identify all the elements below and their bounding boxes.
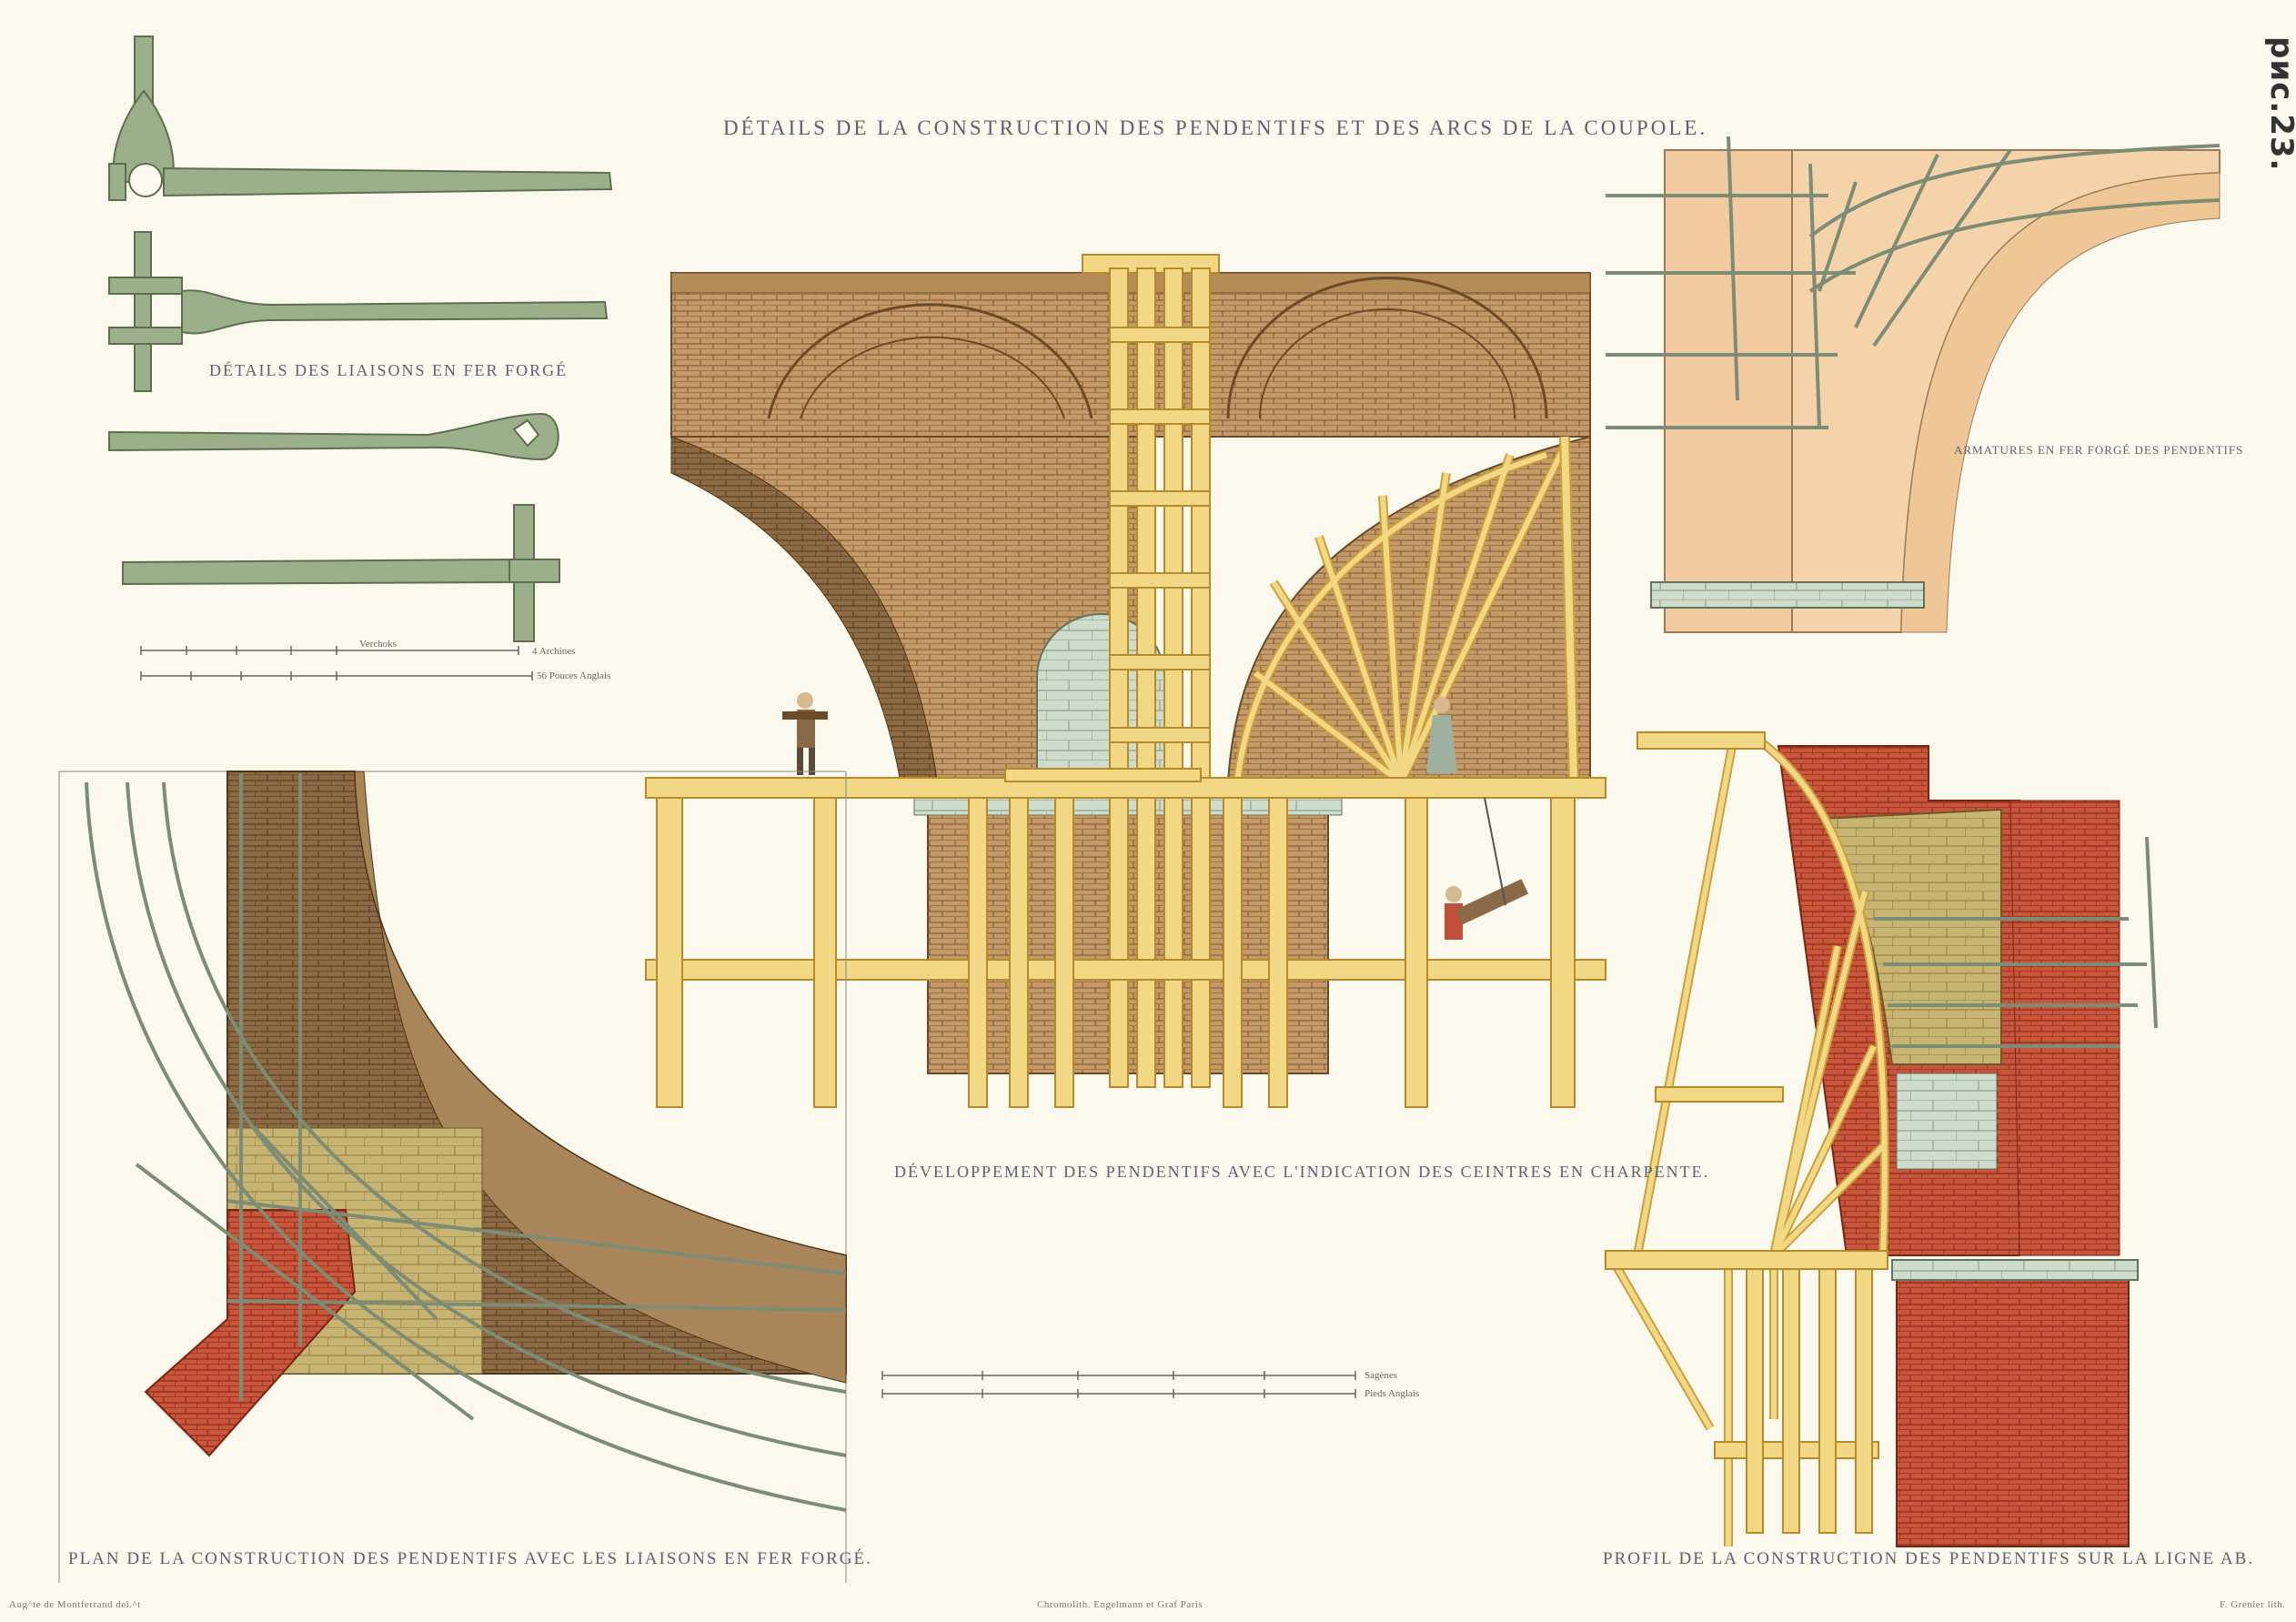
armatures-detail [1606,136,2220,633]
scale-top-unit2: 4 Archines [532,646,575,657]
scale-bar-top [140,646,533,680]
caption-developpement: DÉVELOPPEMENT DES PENDENTIFS AVEC L'INDI… [894,1163,1710,1181]
caption-liaisons: DÉTAILS DES LIAISONS EN FER FORGÉ [209,361,569,379]
plate-title: DÉTAILS DE LA CONSTRUCTION DES PENDENTIF… [723,116,1708,139]
worker-figure-left [782,692,828,775]
worker-figure-lower [1445,797,1529,940]
scale-bar-center [881,1371,1356,1398]
caption-armatures: ARMATURES EN FER FORGÉ DES PENDENTIFS [1954,443,2244,457]
credit-center: Chromolith. Engelmann et Graf Paris [1037,1599,1203,1610]
caption-plan: PLAN DE LA CONSTRUCTION DES PENDENTIFS A… [68,1549,872,1568]
pendentive-development [645,254,1606,1108]
worker-figure-right [1426,697,1457,773]
pendentive-profile [1605,731,2158,1547]
figure-label: рис.23. [2263,36,2296,172]
iron-ties-detail [108,35,613,642]
scale-center-unit1: Sagènes [1365,1370,1397,1381]
caption-profil: PROFIL DE LA CONSTRUCTION DES PENDENTIFS… [1603,1549,2255,1568]
pendentive-plan [58,771,847,1583]
credit-left: Aug^te de Montferrand del.^t [9,1599,141,1610]
scale-top-unit1: Verchoks [359,639,397,650]
credit-right: F. Grenier lith. [2220,1599,2286,1610]
scale-center-unit2: Pieds Anglais [1365,1388,1419,1399]
scale-top-unit3: 56 Pouces Anglais [537,670,610,681]
